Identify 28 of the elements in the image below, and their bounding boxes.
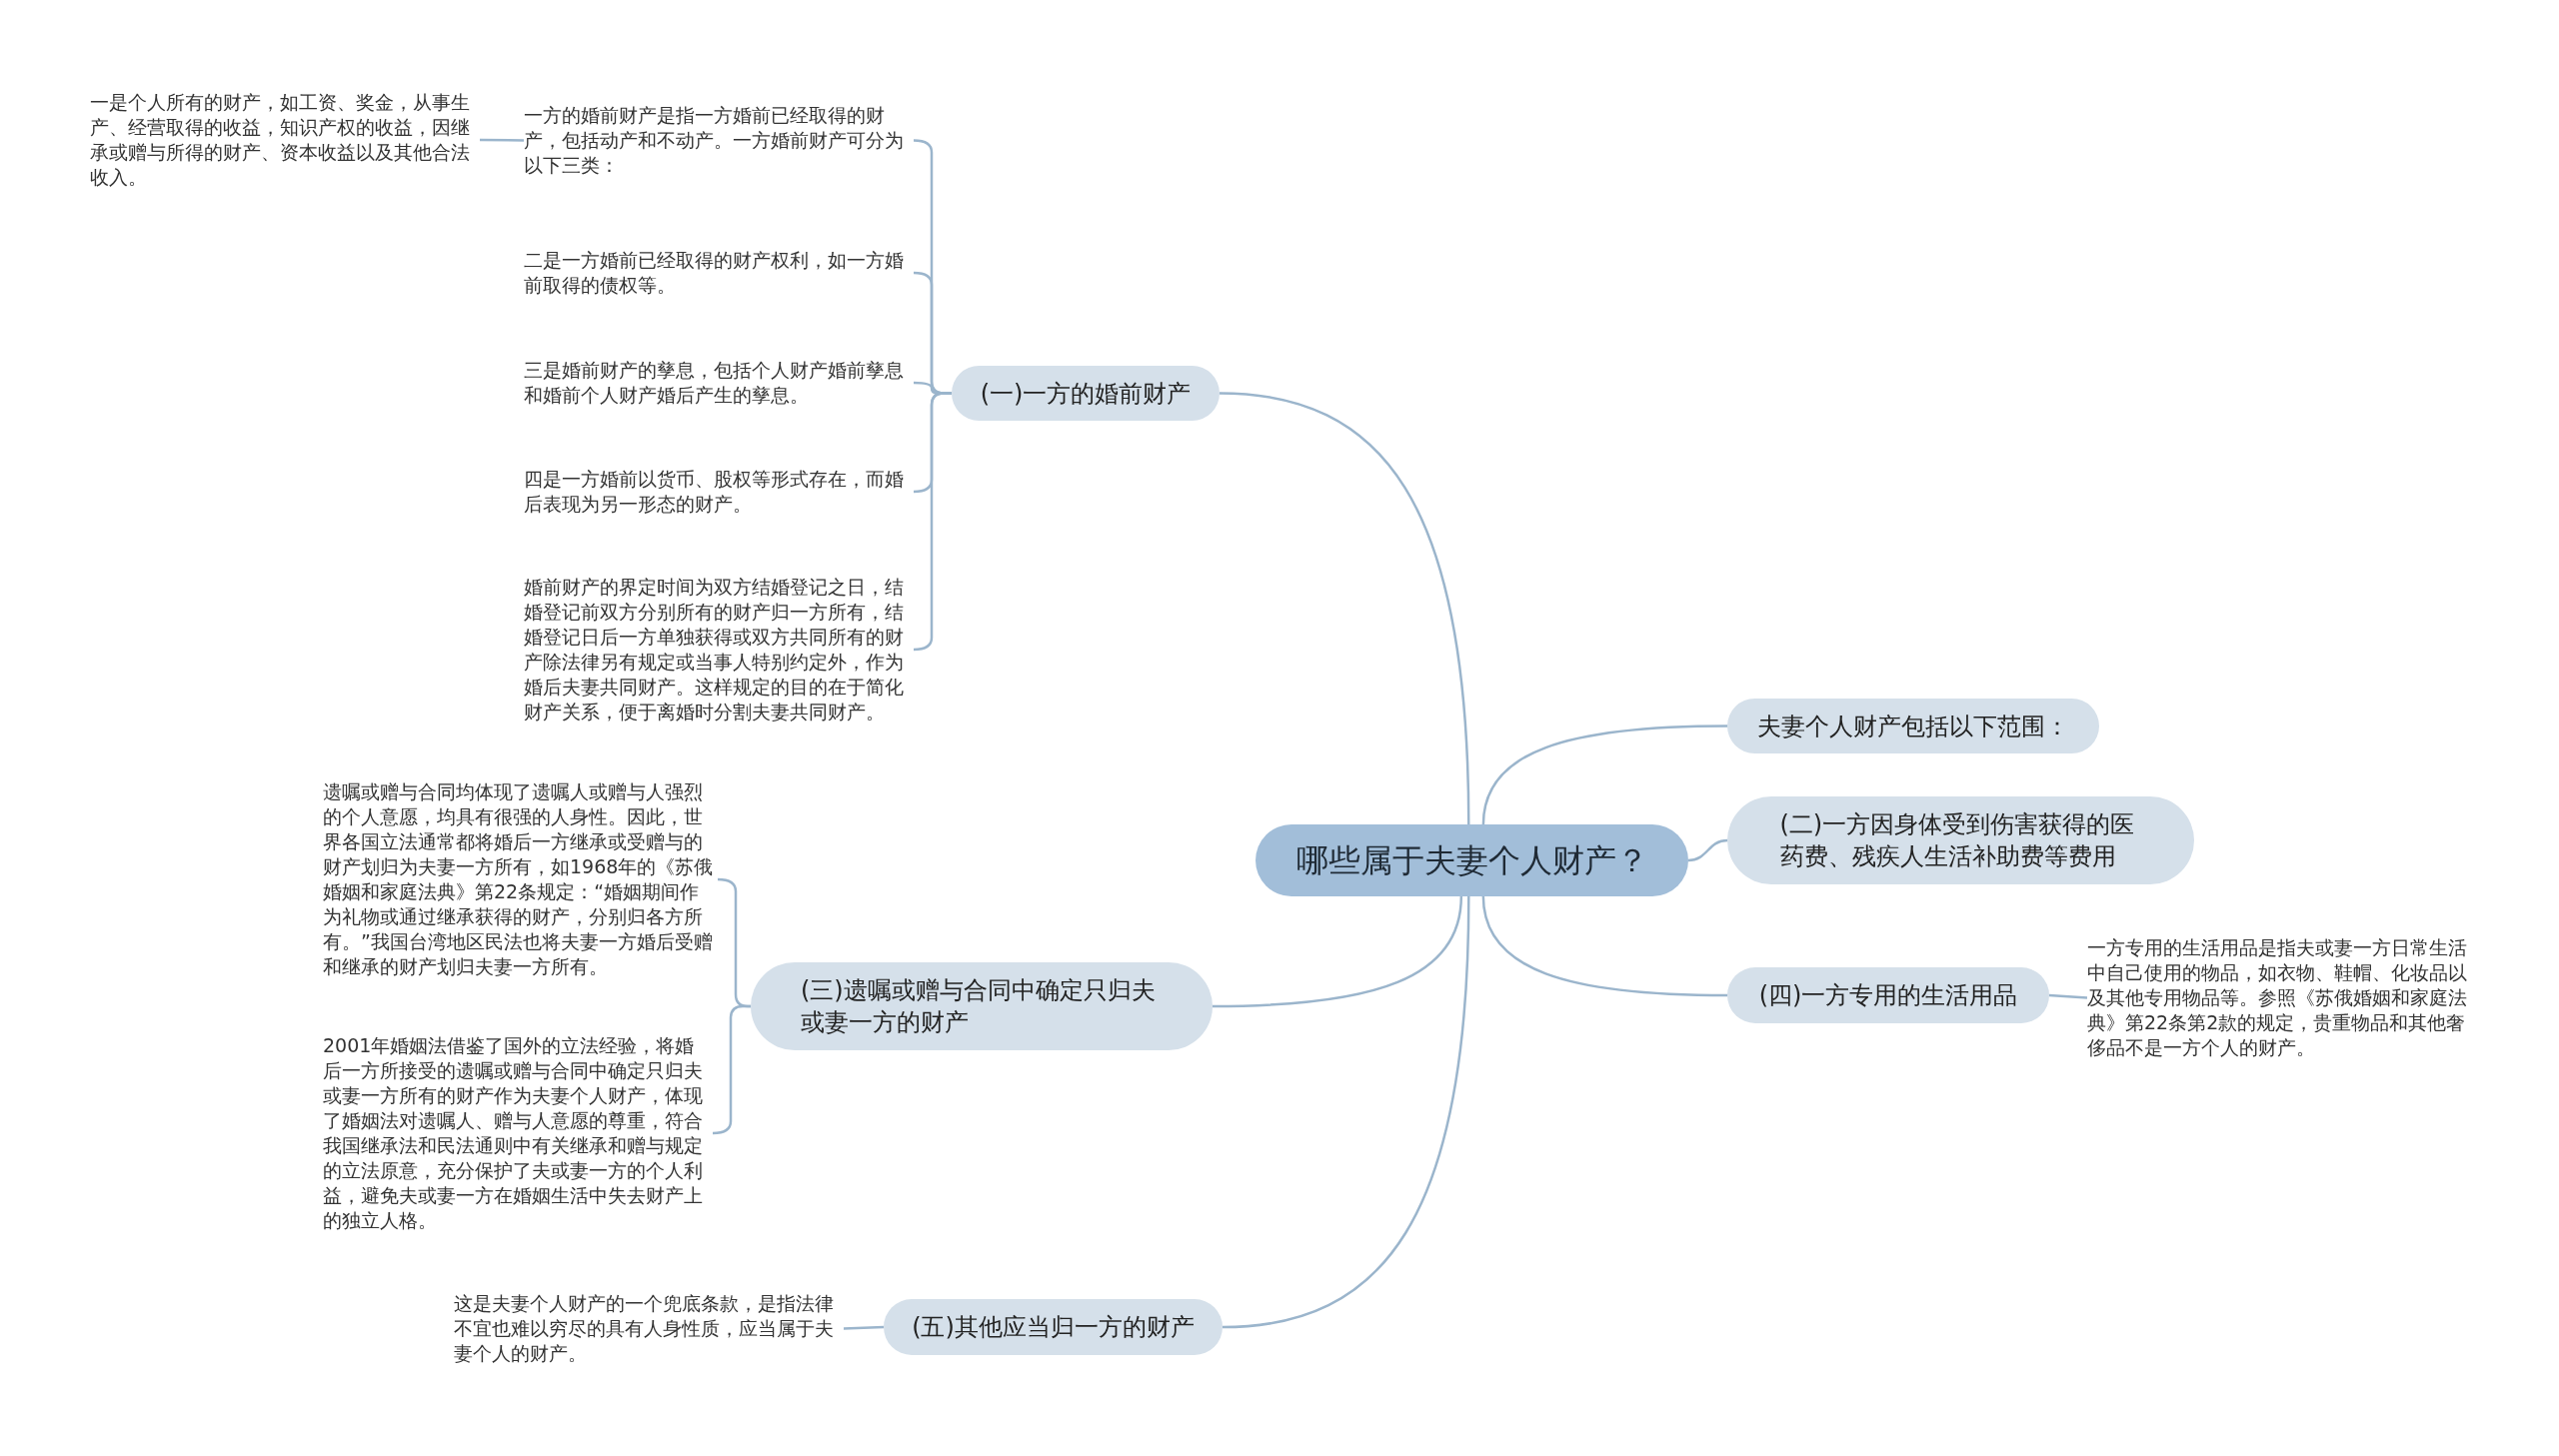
central-topic: 哪些属于夫妻个人财产？ (1256, 824, 1688, 896)
branch-topic: (二)一方因身体受到伤害获得的医药费、残疾人生活补助费等费用 (1727, 796, 2194, 884)
branch-topic: (五)其他应当归一方的财产 (884, 1299, 1223, 1355)
connector-line (1481, 725, 1727, 825)
note-text: 一是个人所有的财产，如工资、奖金，从事生产、经营取得的收益，知识产权的收益，因继承或赠与所得的财产、资本收益以及其他合法收入。 (90, 90, 480, 190)
branch-topic: (一)一方的婚前财产 (952, 366, 1220, 421)
connector-line (1213, 895, 1463, 1008)
connector-line (1687, 838, 1728, 862)
connector-line (2048, 993, 2088, 999)
connector-line (1481, 895, 1727, 997)
note-text: 一方专用的生活用品是指夫或妻一方日常生活中自己使用的物品，如衣物、鞋帽、化妆品以及其他专用物品等。参照《苏俄婚姻和家庭法典》第22条第2款的规定，贵重物品和其他奢侈品不是一方个人的财产。 (2087, 935, 2477, 1060)
note-text: 这是夫妻个人财产的一个兜底条款，是指法律不宜也难以穷尽的具有人身性质，应当属于夫妻个人的财产。 (454, 1291, 844, 1366)
note-text: 遗嘱或赠与合同均体现了遗嘱人或赠与人强烈的个人意愿，均具有很强的人身性。因此，世界各国立法通常都将婚后一方继承或受赠与的财产划归为夫妻一方所有，如1968年的《苏俄婚姻和家庭法典》第22条规定：“婚姻期间作为礼物或通过继承获得的财产，分别归各方所有。”我国台湾地区民法也将夫妻一方婚后受赠和继承的财产划归夫妻一方所有。 (323, 779, 718, 979)
note-text: 婚前财产的界定时间为双方结婚登记之日，结婚登记前双方分别所有的财产归一方所有，结婚登记日后一方单独获得或双方共同所有的财产除法律另有规定或当事人特别约定外，作为婚后夫妻共同财产。这样规定的目的在于简化财产关系，便于离婚时分割夫妻共同财产。 (524, 575, 914, 725)
note-text: 四是一方婚前以货币、股权等形式存在，而婚后表现为另一形态的财产。 (524, 467, 914, 517)
note-text: 一方的婚前财产是指一方婚前已经取得的财产，包括动产和不动产。一方婚前财产可分为以下三类： (524, 103, 914, 178)
connector-line (712, 1004, 751, 1135)
branch-topic: (四)一方专用的生活用品 (1727, 967, 2049, 1023)
connector-line (913, 392, 952, 652)
connector-line (1219, 392, 1470, 825)
note-text: 2001年婚姻法借鉴了国外的立法经验，将婚后一方所接受的遗嘱或赠与合同中确定只归夫或妻一方所有的财产作为夫妻个人财产，体现了婚姻法对遗嘱人、赠与人意愿的尊重，符合我国继承法和民法通则中有关继承和赠与规定的立法原意，充分保护了夫或妻一方的个人利益，避免夫或妻一方在婚姻生活中失去财产上的独立人格。 (323, 1033, 713, 1233)
note-text: 三是婚前财产的孳息，包括个人财产婚前孳息和婚前个人财产婚后产生的孳息。 (524, 358, 914, 408)
connector-line (1222, 895, 1470, 1329)
note-text: 二是一方婚前已经取得的财产权利，如一方婚前取得的债权等。 (524, 248, 914, 298)
branch-topic: 夫妻个人财产包括以下范围： (1727, 699, 2099, 753)
branch-topic: (三)遗嘱或赠与合同中确定只归夫或妻一方的财产 (751, 962, 1213, 1050)
connector-line (480, 138, 524, 142)
connector-line (843, 1325, 885, 1330)
